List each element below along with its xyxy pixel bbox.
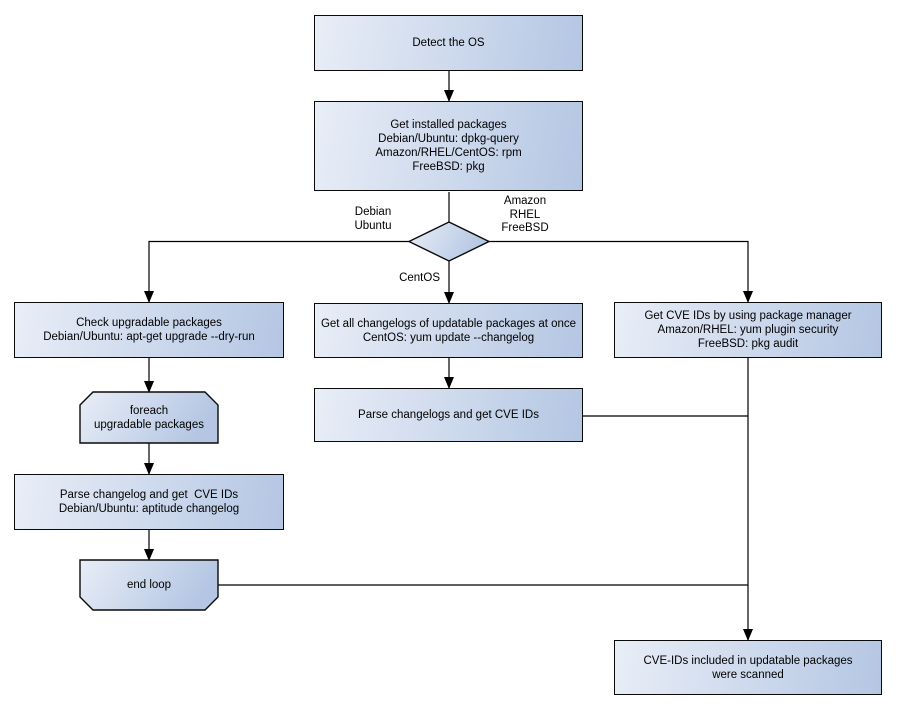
node-get-installed-packages: Get installed packages Debian/Ubuntu: dp… — [314, 101, 583, 191]
node-scan-result: CVE-IDs included in updatable packages w… — [614, 640, 882, 695]
node-text-line: Debian/Ubuntu: dpkg-query — [378, 133, 519, 145]
edge-decision-right-rhel — [489, 240, 753, 303]
node-text-line: Get CVE IDs by using package manager — [644, 310, 852, 322]
node-text-line: Check upgradable packages — [76, 317, 222, 329]
node-text-line: Parse changelog and get CVE IDs — [59, 489, 239, 501]
branch-label-line: Debian — [354, 206, 392, 218]
node-get-all-changelogs: Get all changelogs of updatable packages… — [314, 303, 583, 358]
branch-label-line: CentOS — [399, 272, 440, 284]
branch-label-centos: CentOS — [380, 272, 440, 286]
node-text-line: Debian/Ubuntu: aptitude changelog — [58, 503, 240, 515]
node-get-cve-ids-pkg-mgr: Get CVE IDs by using package manager Ama… — [614, 302, 882, 358]
branch-label-line: RHEL — [509, 208, 541, 221]
node-parse-changelogs-once: Parse changelogs and get CVE IDs — [314, 388, 583, 442]
branch-label-line: Amazon — [503, 195, 547, 207]
edge-decision-left-debian — [144, 240, 409, 303]
decision-diamond — [407, 221, 491, 262]
node-text-line: Get installed packages — [390, 119, 507, 131]
node-text-line: Debian/Ubuntu: apt-get upgrade --dry-run — [43, 331, 255, 343]
node-text-line: Amazon/RHEL: yum plugin security — [657, 324, 839, 336]
node-text-line: CVE-IDs included in updatable packages — [643, 654, 853, 667]
node-parse-changelog-each: Parse changelog and get CVE IDs Debian/U… — [14, 474, 284, 530]
branch-label-debian-ubuntu: Debian Ubuntu — [343, 206, 403, 233]
node-detect-os: Detect the OS — [314, 15, 583, 71]
node-text-line: were scanned — [712, 668, 784, 681]
branch-label-amazon-rhel-freebsd: Amazon RHEL FreeBSD — [494, 195, 556, 236]
node-text-line: Amazon/RHEL/CentOS: rpm — [375, 147, 522, 159]
node-text-line: Detect the OS — [412, 37, 485, 49]
node-text-line: Get all changelogs of updatable packages… — [320, 317, 577, 330]
branch-label-line: Ubuntu — [354, 219, 392, 232]
node-text-line: Parse changelogs and get CVE IDs — [358, 409, 539, 421]
node-text-line: FreeBSD: pkg audit — [697, 338, 799, 350]
end-loop-shape — [79, 559, 219, 611]
branch-label-line: FreeBSD — [501, 222, 549, 234]
node-text-line: CentOS: yum update --changelog — [362, 331, 535, 344]
foreach-loop-shape — [79, 391, 219, 444]
node-text-line: FreeBSD: pkg — [412, 161, 485, 173]
node-check-upgradable-packages: Check upgradable packages Debian/Ubuntu:… — [14, 302, 284, 358]
